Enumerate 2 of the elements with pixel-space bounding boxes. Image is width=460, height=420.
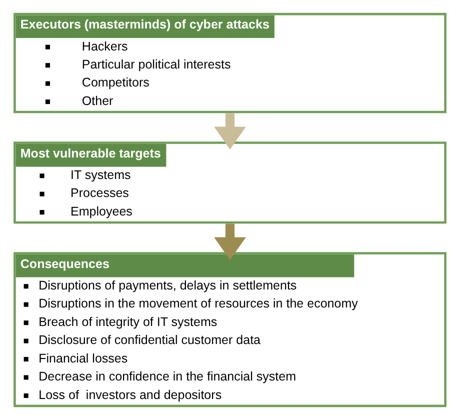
arrow bbox=[214, 113, 246, 150]
arrow bbox=[214, 224, 246, 260]
